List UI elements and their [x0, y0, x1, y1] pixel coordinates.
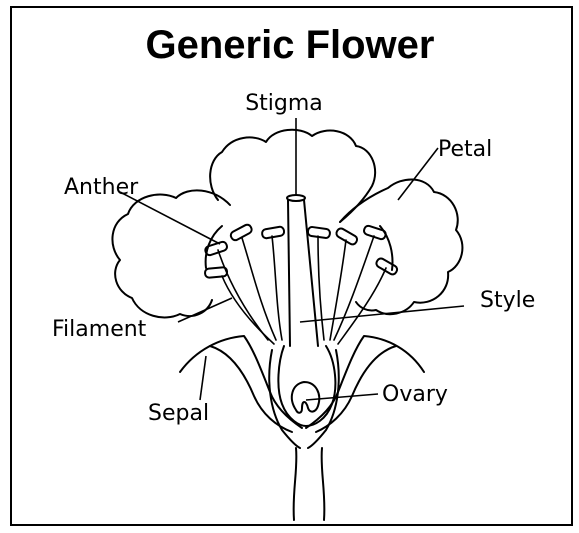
- label-style: Style: [480, 288, 535, 313]
- stem: [294, 448, 325, 520]
- pistil: [287, 195, 318, 346]
- ovary-wall: [278, 346, 335, 426]
- ovary: [278, 346, 335, 426]
- anther: [205, 267, 228, 278]
- leader-filament: [178, 298, 232, 322]
- filament: [330, 240, 346, 340]
- receptacle-stem: [269, 350, 339, 520]
- stamens: [204, 223, 398, 344]
- anther: [229, 223, 253, 241]
- filament: [242, 238, 276, 340]
- filament: [272, 236, 282, 340]
- label-filament: Filament: [52, 317, 147, 342]
- label-ovary: Ovary: [382, 382, 448, 407]
- leader-style: [300, 306, 464, 322]
- anther: [307, 227, 330, 239]
- anther: [363, 225, 387, 240]
- label-stigma: Stigma: [245, 91, 323, 116]
- center-petal: [210, 130, 375, 222]
- style: [288, 200, 318, 346]
- anther: [375, 257, 399, 276]
- anther: [335, 227, 359, 246]
- filament: [318, 236, 324, 340]
- filament: [338, 268, 386, 344]
- right-petal: [340, 179, 462, 314]
- leader-petal: [398, 148, 438, 200]
- filament: [218, 250, 268, 340]
- label-petal: Petal: [438, 137, 492, 162]
- diagram-title: Generic Flower: [146, 23, 435, 67]
- label-sepal: Sepal: [148, 401, 209, 426]
- filament: [334, 236, 374, 340]
- ovule: [292, 382, 319, 413]
- leader-ovary: [306, 394, 378, 400]
- filament: [222, 276, 274, 344]
- anther: [261, 226, 284, 239]
- label-anther: Anther: [64, 175, 139, 200]
- leader-sepal: [200, 356, 206, 400]
